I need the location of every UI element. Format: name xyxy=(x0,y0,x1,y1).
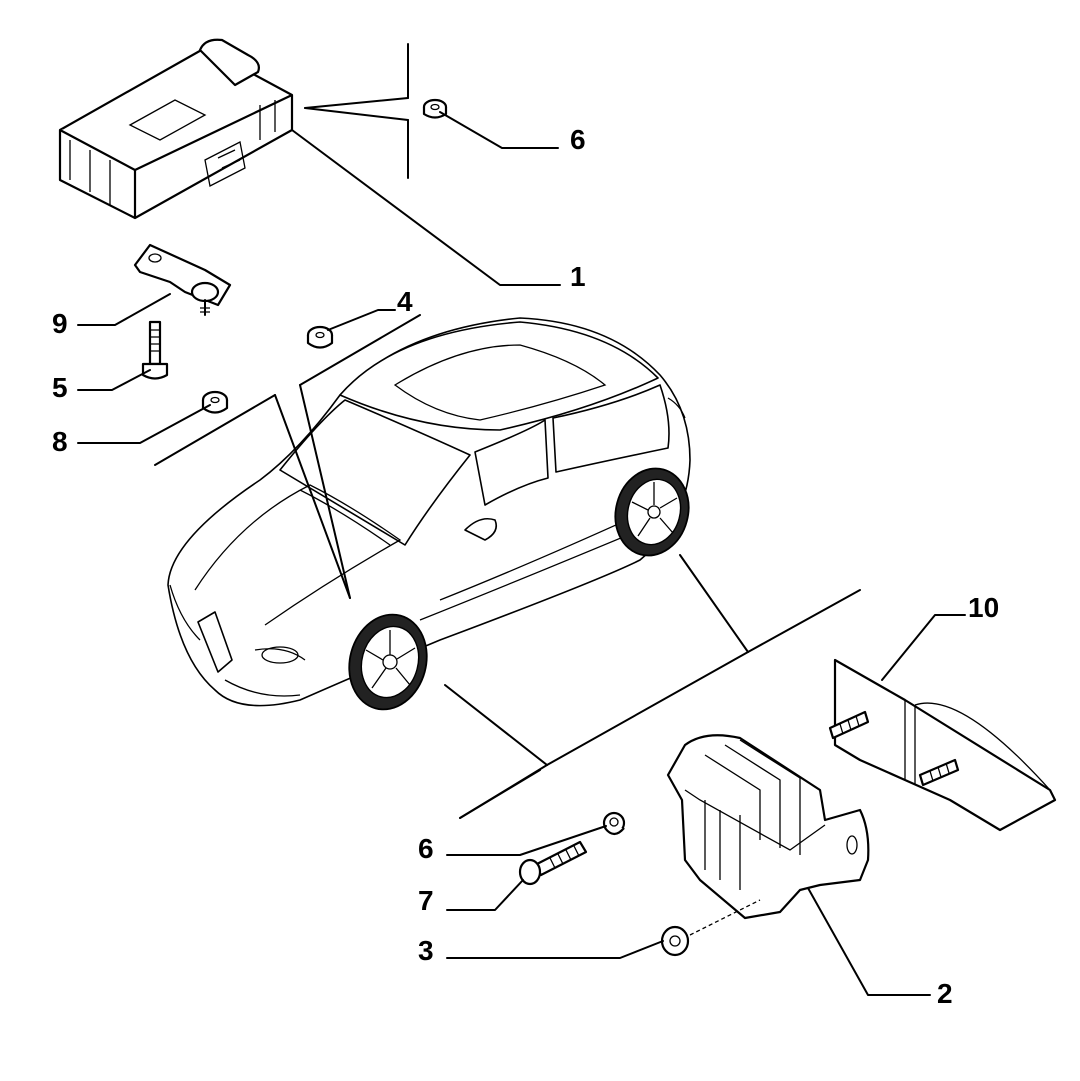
callout-10: 10 xyxy=(968,592,999,623)
callout-6-top: 6 xyxy=(570,124,586,155)
callout-7: 7 xyxy=(418,885,434,916)
part-3-nut xyxy=(660,925,690,957)
callout-4: 4 xyxy=(397,286,413,317)
part-4-nut xyxy=(306,325,334,349)
callout-5: 5 xyxy=(52,372,68,403)
part-6-nut-bottom xyxy=(602,811,626,836)
part-7-bolt xyxy=(518,840,588,886)
part-6-nut-top xyxy=(422,98,448,119)
callout-9: 9 xyxy=(52,308,68,339)
part-9-bracket xyxy=(133,243,232,316)
callout-3: 3 xyxy=(418,935,434,966)
part-2-sensor-module xyxy=(666,734,870,920)
part-10-bracket-plate xyxy=(828,658,1057,832)
callout-2: 2 xyxy=(937,978,953,1009)
leader-lines xyxy=(77,43,966,996)
callout-1: 1 xyxy=(570,261,586,292)
car-illustration xyxy=(167,317,691,711)
part-5-bolt xyxy=(141,320,169,380)
part-1-control-module xyxy=(58,38,294,220)
callout-8: 8 xyxy=(52,426,68,457)
part-8-nut xyxy=(201,390,229,414)
callout-6-bottom: 6 xyxy=(418,833,434,864)
callout-labels: 6 1 9 4 5 8 10 6 7 3 2 xyxy=(52,124,999,1009)
